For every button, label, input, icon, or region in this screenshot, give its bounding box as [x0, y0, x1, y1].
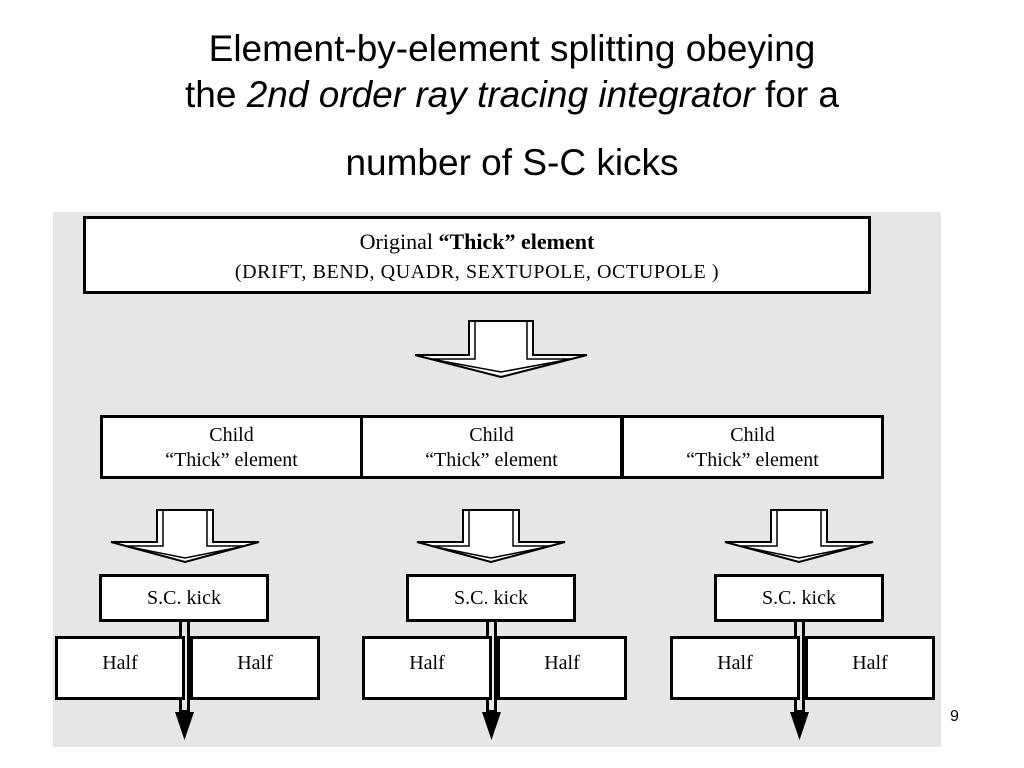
- half-box: Half: [190, 636, 320, 700]
- title-line-2-prefix: the: [184, 74, 247, 115]
- title-line-3: number of S-C kicks: [345, 142, 679, 183]
- down-arrow-icon: [110, 509, 260, 564]
- page-number: 9: [950, 708, 959, 725]
- title-line-1: Element-by-element splitting obeying: [208, 28, 816, 69]
- down-arrow-icon: [414, 320, 588, 379]
- diagram-panel: Original “Thick” element (DRIFT, BEND, Q…: [53, 212, 941, 747]
- half-box: Half: [55, 636, 185, 700]
- child-element-box-2: Child “Thick” element: [360, 415, 623, 479]
- half-box: Half: [497, 636, 627, 700]
- element-types-label: (DRIFT, BEND, QUADR, SEXTUPOLE, OCTUPOLE…: [234, 261, 720, 283]
- title-line-2-italic: 2nd order ray tracing integrator: [246, 74, 755, 115]
- half-box: Half: [362, 636, 492, 700]
- half-box: Half: [670, 636, 800, 700]
- sc-kick-box-3: S.C. kick: [714, 574, 884, 622]
- child-thick-element-label: “Thick” element: [425, 449, 558, 471]
- child-element-box-1: Child “Thick” element: [100, 415, 363, 479]
- original-label: Original: [359, 229, 439, 254]
- down-arrow-icon: [724, 509, 874, 564]
- half-box: Half: [805, 636, 935, 700]
- sc-kick-box-1: S.C. kick: [99, 574, 269, 622]
- child-element-box-3: Child “Thick” element: [621, 415, 884, 479]
- child-label: Child: [730, 424, 775, 446]
- child-thick-element-label: “Thick” element: [686, 449, 819, 471]
- child-thick-element-label: “Thick” element: [165, 449, 298, 471]
- original-thick-element-label: “Thick” element: [438, 229, 595, 254]
- child-label: Child: [209, 424, 254, 446]
- original-thick-element-box: Original “Thick” element (DRIFT, BEND, Q…: [83, 216, 871, 294]
- title-line-2-suffix: for a: [754, 74, 840, 115]
- slide-title: Element-by-element splitting obeying the…: [0, 26, 1024, 186]
- child-label: Child: [469, 424, 514, 446]
- down-arrow-icon: [416, 509, 566, 564]
- sc-kick-box-2: S.C. kick: [406, 574, 576, 622]
